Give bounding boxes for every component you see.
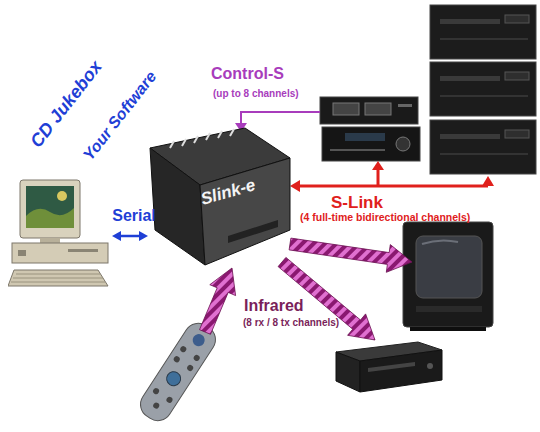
remote-button — [190, 332, 207, 349]
drive-slot — [68, 249, 98, 252]
remote-button — [193, 354, 201, 362]
bus-name: S-Link — [331, 194, 383, 211]
player-front — [360, 350, 442, 392]
s-link-wire — [290, 161, 494, 192]
tape-window — [365, 103, 391, 115]
keyboard — [8, 270, 108, 286]
player-side — [336, 352, 360, 392]
bus-name: Control-S — [211, 66, 284, 82]
remote-button — [152, 401, 160, 409]
arrow-head — [372, 161, 384, 170]
panel-line — [440, 38, 528, 40]
serial-connector — [112, 231, 148, 241]
serial-port — [228, 220, 278, 243]
control-s-line — [241, 112, 320, 124]
cd-changer — [430, 62, 536, 116]
panel-line — [330, 149, 385, 151]
remote-button — [173, 355, 181, 363]
cd-changer-stack — [430, 5, 536, 174]
screen-glare — [422, 240, 458, 244]
deck-button — [398, 104, 412, 107]
tv-panel — [416, 306, 482, 312]
desktop-unit — [12, 243, 108, 263]
tv-cabinet — [403, 222, 493, 327]
power-button — [18, 250, 26, 256]
remote-dpad — [164, 369, 183, 388]
tv-base — [410, 327, 486, 331]
computer-shape — [8, 178, 112, 290]
disc-tray — [368, 362, 415, 372]
bus-note: (8 rx / 8 tx channels) — [243, 318, 339, 328]
display — [505, 130, 529, 138]
disc-tray — [440, 134, 500, 139]
arrow-head — [290, 180, 300, 192]
slink-e-box: Slink-e — [148, 124, 294, 268]
arrow-head — [112, 231, 121, 241]
bus-note: (up to 8 channels) — [213, 89, 299, 99]
jack-icons — [170, 129, 234, 148]
monitor-stand — [40, 238, 60, 243]
arrow-head — [482, 176, 494, 186]
remote-button — [152, 387, 160, 395]
control-s-wire — [235, 112, 320, 132]
receiver-display — [345, 133, 385, 141]
bus-name: Infrared — [244, 298, 304, 314]
ir-beam-arrow — [289, 238, 412, 272]
tv-screen — [416, 236, 482, 298]
player-button — [427, 363, 433, 369]
bus-note: (4 full-time bidirectional channels) — [300, 212, 470, 223]
remote-button — [179, 345, 187, 353]
volume-knob — [396, 137, 410, 151]
receiver — [322, 127, 420, 161]
cassette-deck — [320, 97, 418, 124]
dvd-player — [336, 342, 442, 392]
monitor — [20, 180, 80, 238]
box-front — [200, 158, 290, 265]
panel-line — [440, 153, 528, 155]
panel-line — [440, 95, 528, 97]
remote-control — [135, 318, 221, 426]
s-link-branch — [377, 169, 380, 186]
connector-line — [120, 235, 140, 238]
remote-button — [165, 396, 173, 404]
box-side — [150, 148, 205, 265]
display — [505, 72, 529, 80]
display — [505, 15, 529, 23]
tape-window — [333, 103, 359, 115]
screen-image — [57, 191, 67, 201]
television — [403, 222, 493, 331]
ir-beam-arrow — [200, 268, 236, 334]
cd-changer — [430, 120, 536, 174]
screen — [26, 186, 74, 228]
key-rows — [11, 274, 105, 282]
edge-label: Serial — [112, 208, 156, 224]
stereo-system — [320, 97, 420, 161]
computer-node: CD JukeboxYour Software — [8, 178, 112, 290]
cd-changer — [430, 5, 536, 59]
disc-tray — [440, 76, 500, 81]
arrow-head — [139, 231, 148, 241]
remote-body — [135, 318, 221, 426]
remote-button — [186, 364, 194, 372]
s-link-line — [298, 185, 488, 188]
screen-image — [26, 208, 74, 228]
disc-tray — [440, 19, 500, 24]
